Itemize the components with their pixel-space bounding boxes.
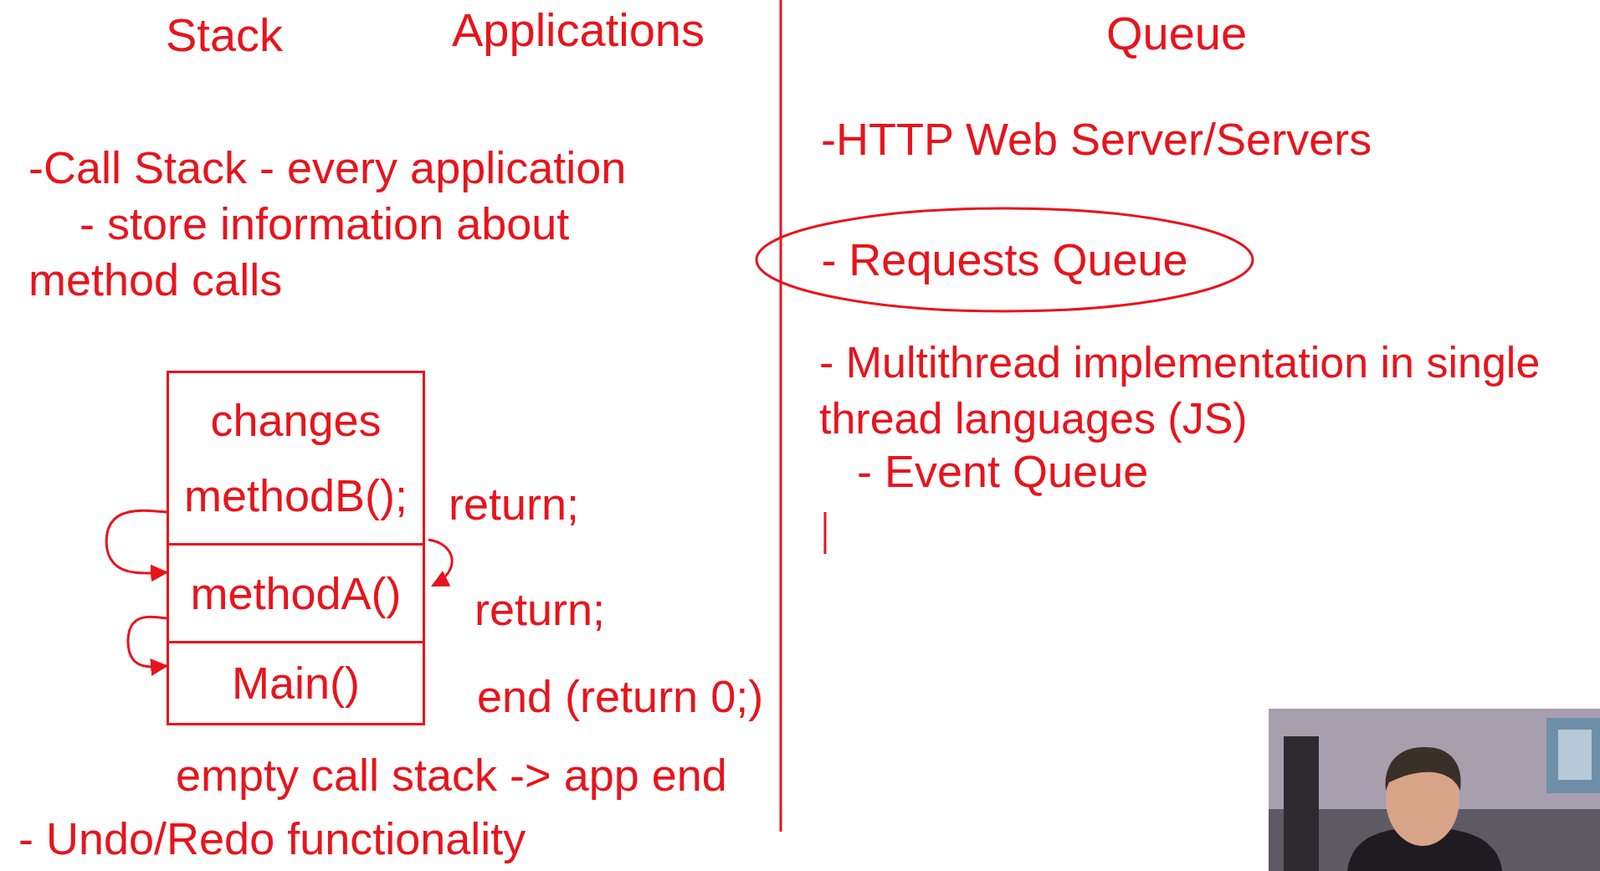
return-note: return; — [474, 582, 606, 637]
webcam-overlay — [1268, 708, 1600, 871]
frame-text: methodA() — [189, 566, 401, 621]
webcam-door — [1283, 736, 1319, 871]
webcam-person-hair — [1385, 747, 1462, 791]
return-note: end (return 0;) — [476, 669, 764, 724]
return-arrow — [106, 510, 167, 574]
webcam-background — [1268, 708, 1600, 871]
note-text: - Requests Queue — [820, 232, 1188, 288]
frame-text: changes — [210, 393, 381, 448]
return-note: return; — [448, 476, 580, 532]
webcam-picture-inner — [1558, 729, 1592, 780]
column-divider — [779, 0, 783, 832]
column-heading: Stack — [165, 6, 283, 63]
bullet-note: -Call Stack - every application — [28, 140, 626, 195]
frame-text: Main() — [231, 656, 360, 711]
bullet-note: -HTTP Web Server/Servers — [820, 112, 1372, 167]
webcam-picture — [1546, 717, 1600, 794]
bullet-note: - store information about — [79, 196, 570, 252]
text-cursor — [824, 512, 827, 554]
return-curl — [428, 539, 452, 586]
annotation: empty call stack -> app end — [175, 748, 728, 803]
frame-text: methodB(); — [184, 468, 408, 524]
stack-frame: Main() — [166, 641, 426, 726]
circled-note: - Requests Queue — [753, 205, 1256, 314]
stack-frame: changes methodB(); — [166, 370, 426, 546]
ellipse-outline-path — [756, 208, 1253, 312]
bullet-note: - Multithread implementation in single t… — [819, 334, 1594, 447]
column-heading: Applications — [451, 1, 705, 58]
bullet-note: method calls — [28, 252, 283, 308]
column-heading: Queue — [1106, 5, 1247, 62]
return-arrow — [128, 616, 167, 667]
bullet-note: - Event Queue — [856, 444, 1149, 499]
bullet-note: - Undo/Redo functionality — [18, 811, 526, 867]
stack-frame: methodA() — [166, 543, 426, 644]
